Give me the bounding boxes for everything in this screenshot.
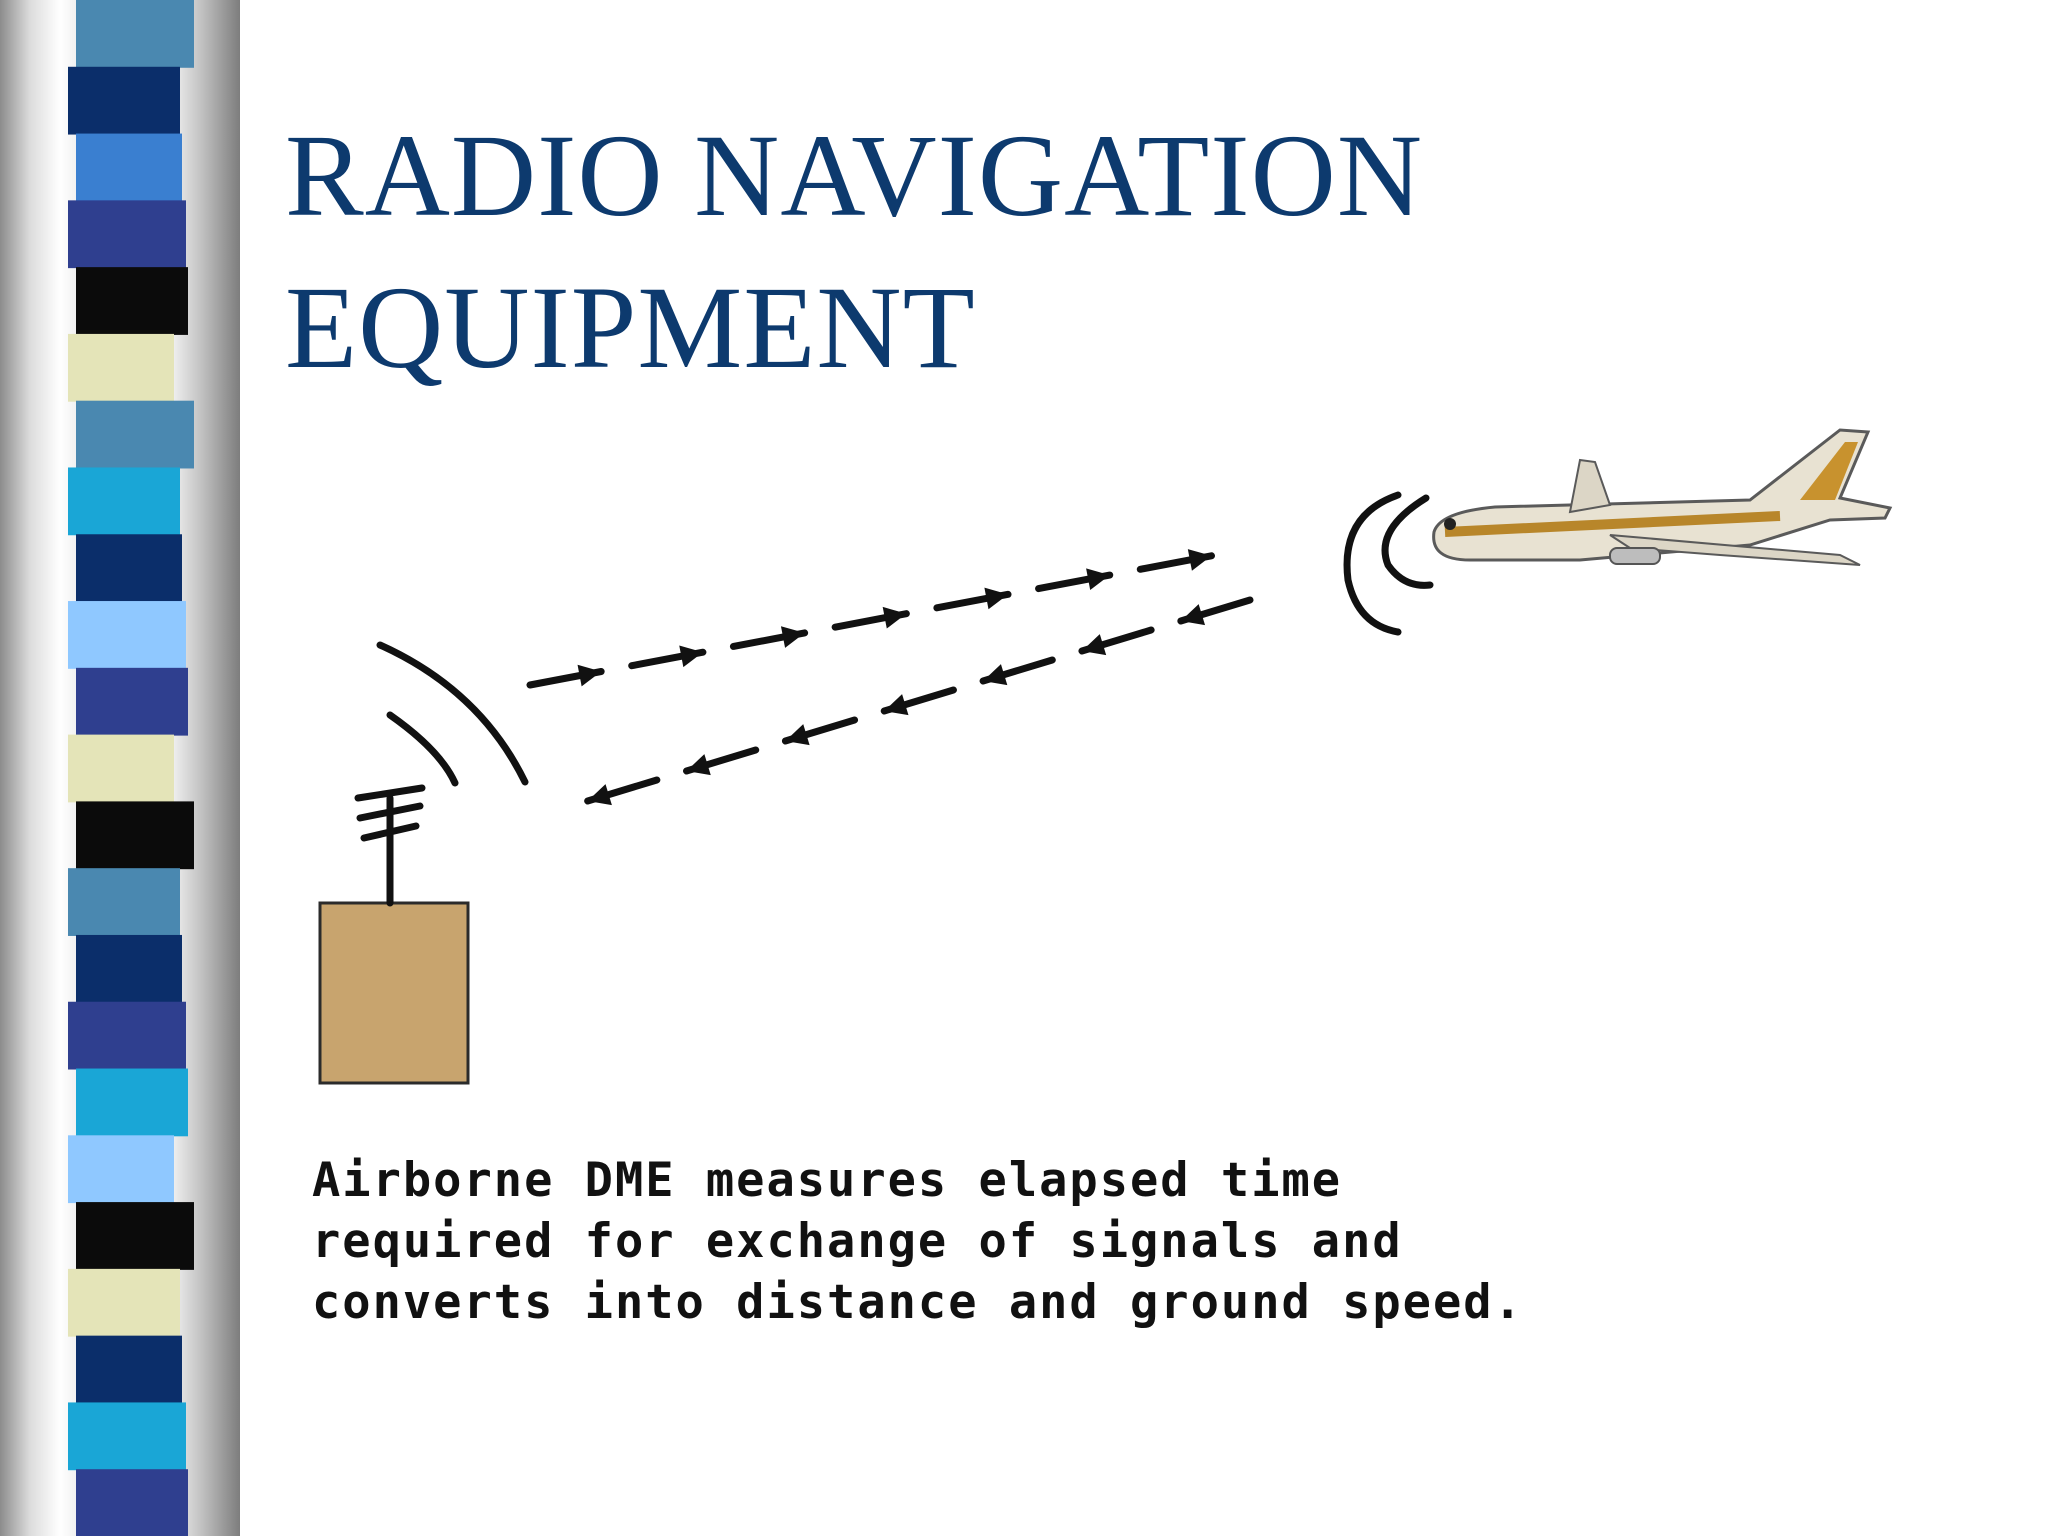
slide-title-line-1: RADIO NAVIGATION (285, 110, 1424, 241)
stripe-block (68, 1135, 174, 1204)
aircraft-icon (1432, 428, 1893, 566)
slide-caption: Airborne DME measures elapsed time requi… (312, 1150, 1812, 1333)
arrowhead-icon (1081, 634, 1107, 656)
arrowhead-icon (785, 724, 810, 746)
stripe-block (76, 667, 188, 736)
dme-diagram (318, 428, 1893, 1085)
arrowhead-icon (686, 754, 711, 776)
arrowhead-icon (577, 664, 602, 687)
arrowhead-icon (983, 664, 1008, 686)
stripe-block (76, 934, 182, 1003)
slide-title: RADIO NAVIGATION EQUIPMENT (285, 100, 1885, 404)
caption-line-2: required for exchange of signals and (312, 1214, 1403, 1269)
aircraft-signal-wave-icon (1343, 491, 1434, 636)
stripe-block (68, 467, 180, 536)
stripe-block (68, 601, 186, 669)
stripe-block (76, 1068, 188, 1137)
arrowhead-icon (984, 587, 1009, 610)
return-arrows (584, 596, 1254, 806)
stripe-block (68, 66, 180, 135)
antenna-icon (354, 784, 426, 907)
ground-signal-wave-icon (376, 641, 529, 787)
arrowhead-icon (1086, 568, 1110, 590)
stripe-block (68, 1268, 180, 1337)
stripe-block (76, 534, 182, 603)
stripe-block (76, 133, 182, 202)
stripe-block (76, 1202, 194, 1270)
slide-title-line-2: EQUIPMENT (285, 262, 976, 393)
arrowhead-icon (1187, 549, 1212, 571)
arrowhead-icon (884, 694, 909, 716)
stripe-block (68, 333, 174, 402)
stripe-block (68, 868, 180, 936)
arrowhead-icon (1180, 604, 1206, 626)
stripe-block (76, 400, 194, 469)
arrowhead-icon (780, 626, 805, 648)
outbound-arrows (526, 549, 1215, 689)
stripe-block (76, 801, 194, 870)
stripe-block (76, 0, 194, 68)
arrowhead-icon (587, 784, 612, 806)
stripe-block (76, 1335, 182, 1404)
stripe-block (68, 734, 174, 803)
caption-line-1: Airborne DME measures elapsed time (312, 1153, 1343, 1208)
stripe-column (68, 0, 194, 1536)
arrowhead-icon (679, 645, 703, 668)
stripe-block (68, 200, 186, 269)
arrowhead-icon (882, 606, 907, 629)
stripe-block (76, 267, 188, 335)
stripe-block (68, 1402, 186, 1471)
caption-line-3: converts into distance and ground speed. (312, 1275, 1524, 1330)
stripe-block (68, 1001, 186, 1070)
left-decorative-band (0, 0, 240, 1536)
stripe-block (76, 1469, 188, 1536)
ground-station-icon (318, 901, 470, 1085)
